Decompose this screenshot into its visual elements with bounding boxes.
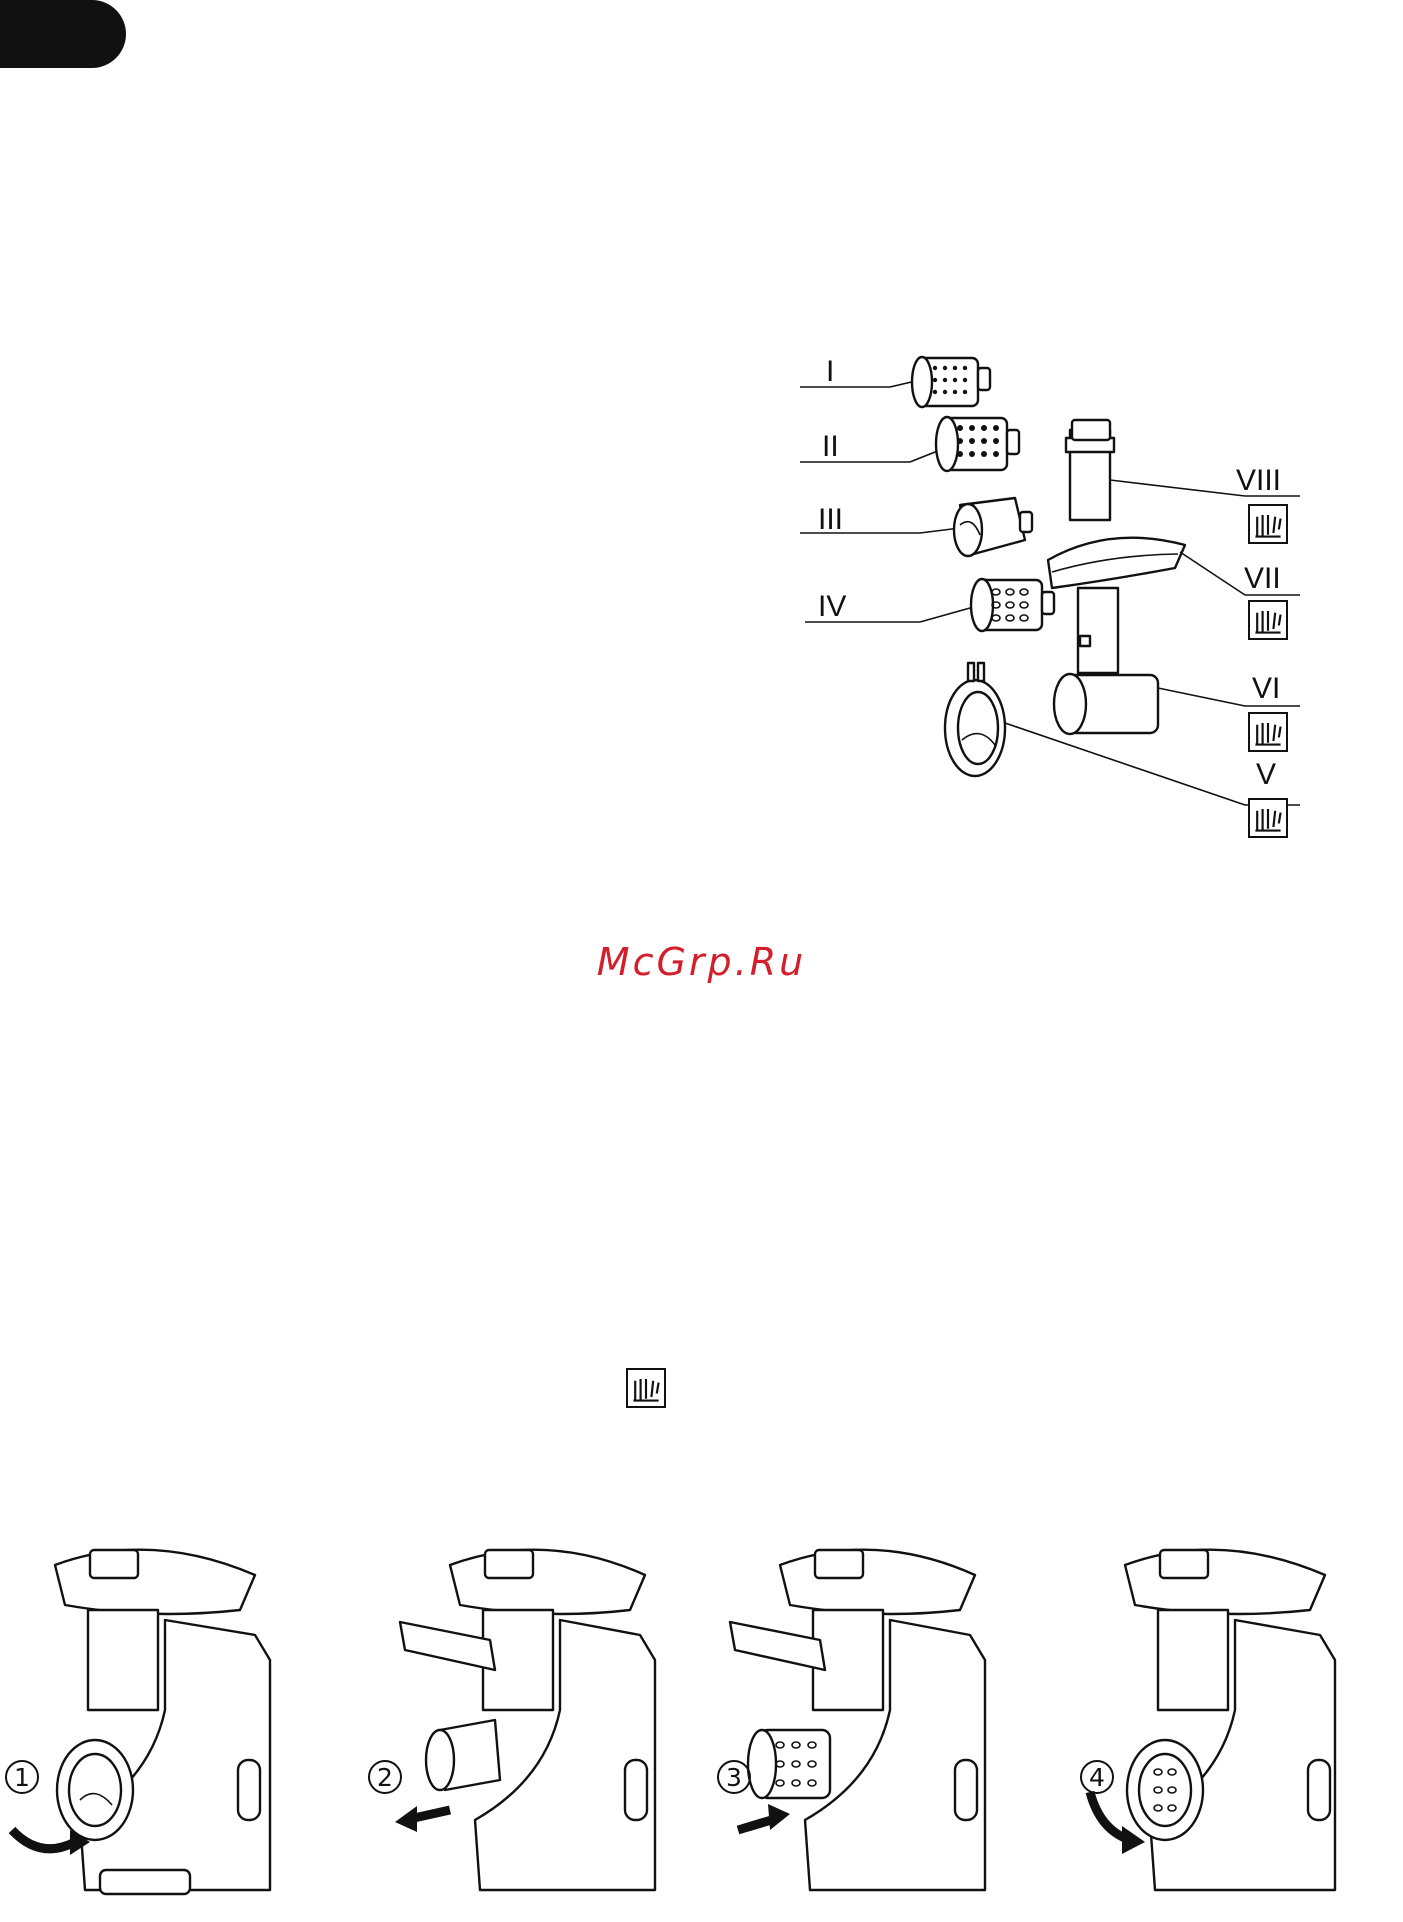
part-label-i: I: [826, 357, 834, 387]
part-label-iv: IV: [818, 592, 846, 622]
dishwasher-safe-icon: [1248, 798, 1288, 838]
step-number-4: 4: [1080, 1760, 1114, 1794]
part-label-vi: VI: [1252, 674, 1280, 704]
part-iv-drum: [971, 579, 1054, 631]
step-number-1: 1: [5, 1760, 39, 1794]
part-iii-cone: [954, 498, 1032, 556]
watermark: McGrp.Ru: [0, 940, 1403, 984]
step-3-illustration: [720, 1530, 1020, 1920]
language-tab: [0, 0, 126, 68]
dishwasher-safe-icon: [1248, 712, 1288, 752]
part-label-ii: II: [822, 432, 839, 462]
part-label-v: V: [1256, 760, 1276, 790]
step-number-2: 2: [368, 1760, 402, 1794]
step-4-illustration: [1070, 1530, 1400, 1920]
dishwasher-safe-icon: [1248, 504, 1288, 544]
parts-illustration: [790, 340, 1310, 860]
part-label-vii: VII: [1244, 564, 1281, 594]
dishwasher-safe-icon: [1248, 600, 1288, 640]
part-ii-drum: [936, 417, 1019, 471]
part-label-viii: VIII: [1236, 466, 1281, 496]
part-label-iii: III: [818, 505, 843, 535]
step-1-illustration: [0, 1530, 340, 1920]
step-number-3: 3: [717, 1760, 751, 1794]
part-i-drum: [912, 357, 990, 407]
step-2-illustration: [385, 1530, 685, 1920]
dishwasher-safe-icon: [626, 1368, 666, 1408]
